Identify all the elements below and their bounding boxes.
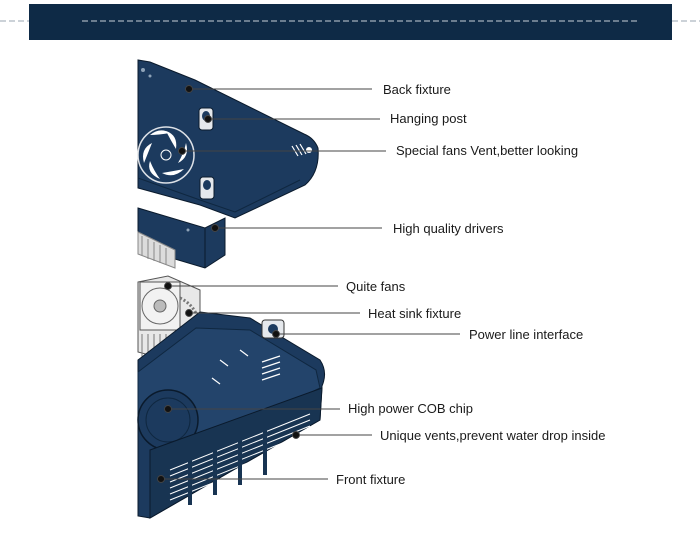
label-front-fixture: Front fixture bbox=[336, 472, 406, 487]
label-back-fixture: Back fixture bbox=[383, 82, 451, 97]
callout-lines bbox=[157, 85, 460, 483]
label-power-line-interface: Power line interface bbox=[469, 327, 584, 342]
front-fixture-part bbox=[137, 311, 326, 519]
body-vent-slots bbox=[211, 349, 281, 385]
label-heat-sink-fixture: Heat sink fixture bbox=[368, 306, 462, 321]
label-high-power-cob-chip: High power COB chip bbox=[348, 401, 473, 416]
label-unique-vents: Unique vents,prevent water drop inside bbox=[380, 428, 606, 443]
driver-heatsink bbox=[137, 231, 176, 269]
back-fixture-part bbox=[137, 59, 319, 219]
fan-icon bbox=[137, 126, 195, 184]
label-high-quality-drivers: High quality drivers bbox=[393, 221, 504, 236]
header-bar bbox=[29, 4, 672, 40]
label-quite-fans: Quite fans bbox=[346, 279, 406, 294]
vent-separators bbox=[188, 425, 267, 505]
label-special-fans-vent: Special fans Vent,better looking bbox=[396, 143, 579, 158]
label-hanging-post: Hanging post bbox=[390, 111, 467, 126]
